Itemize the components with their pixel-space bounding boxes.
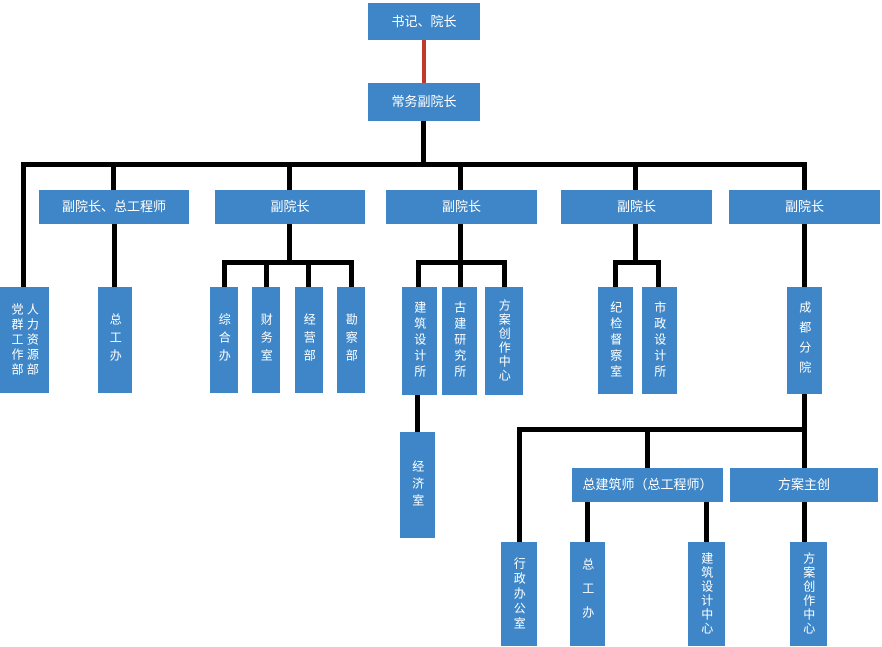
connector-line [421,121,426,167]
connector-line [21,162,26,287]
node-ancient-arch-institute: 古建研究所 [442,287,477,395]
node-vice-dean-chief-engineer: 副院长、总工程师 [39,190,189,224]
connector-line [802,427,807,468]
hr-dept-label: 人力资源部 [25,302,40,378]
node-scheme-creation-center: 方案创作中心 [485,287,523,395]
node-general-office: 综合办 [210,287,238,393]
node-chief-engineer-office: 总工办 [98,287,132,393]
node-vice-dean-3: 副院长 [561,190,712,224]
connector-line [633,224,638,265]
connector-line [802,162,807,195]
connector-line [704,502,709,542]
connector-line [656,260,661,287]
node-party-mass-hr-dept: 党群工作部 人力资源部 [0,287,49,393]
connector-root-execvp-red [422,40,426,83]
connector-line [613,260,618,287]
connector-line [645,427,650,468]
connector-line [458,162,463,195]
connector-line [585,502,590,542]
connector-line [112,224,117,287]
connector-line [517,427,807,432]
node-chengdu-branch: 成都分院 [787,287,822,394]
connector-line [287,224,292,265]
node-vice-dean-1: 副院长 [215,190,365,224]
connector-line [502,260,507,287]
node-vice-dean-4: 副院长 [729,190,880,224]
node-admin-office: 行政办公室 [501,542,537,646]
connector-line [517,427,522,542]
connector-line [416,260,421,287]
node-vice-dean-2: 副院长 [386,190,537,224]
connector-line [416,260,507,265]
node-executive-vice-dean: 常务副院长 [368,83,480,121]
connector-line [633,162,638,195]
node-secretary-dean: 书记、院长 [368,3,480,40]
node-finance-office: 财务室 [252,287,280,393]
node-survey-dept: 勘察部 [337,287,365,393]
party-mass-dept-label: 党群工作部 [10,302,24,378]
connector-line [222,260,354,265]
node-municipal-design-institute: 市政设计所 [642,287,677,394]
connector-line [802,502,807,542]
node-arch-design-center: 建筑设计中心 [688,542,725,646]
node-branch-chief-engineer-office: 总工办 [570,542,605,646]
connector-line [458,224,463,287]
connector-line [802,224,807,287]
node-scheme-lead: 方案主创 [730,468,878,502]
node-branch-scheme-creation-center: 方案创作中心 [790,542,827,646]
connector-line [21,162,807,167]
connector-line [264,260,269,287]
node-discipline-inspection-office: 纪检督察室 [598,287,633,394]
node-economy-office: 经济室 [400,432,435,538]
connector-line [613,260,661,265]
connector-line [349,260,354,287]
connector-line [111,162,116,195]
node-chief-architect: 总建筑师（总工程师） [572,468,723,502]
connector-line [306,260,311,287]
connector-line [222,260,227,287]
connector-line [802,394,807,432]
node-arch-design-institute: 建筑设计所 [402,287,437,395]
node-business-dept: 经营部 [295,287,323,393]
connector-line [415,394,420,432]
connector-line [287,162,292,195]
